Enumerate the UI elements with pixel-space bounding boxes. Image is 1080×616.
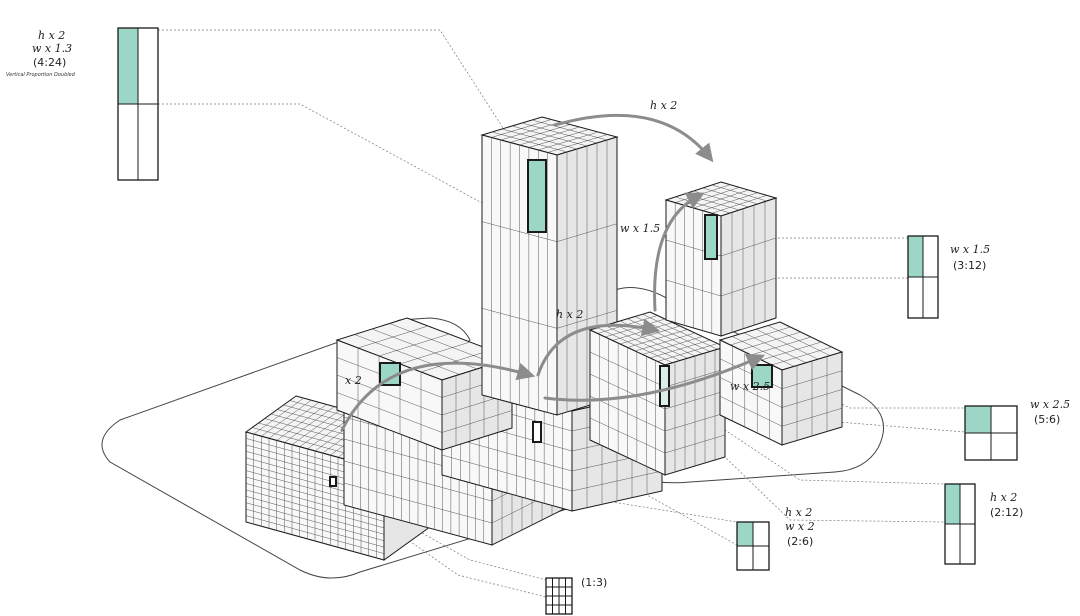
tower-right-side-grid bbox=[720, 201, 777, 333]
callout-labels: h x 2 w x 1.3 (4:24) Vertical Proportion… bbox=[6, 29, 1070, 589]
callout-right-lower bbox=[944, 483, 976, 565]
module-tower-tall bbox=[527, 159, 547, 233]
module-tower-right bbox=[704, 214, 718, 260]
callout-right-upper bbox=[907, 235, 939, 319]
label-top-left-ratio: (4:24) bbox=[33, 56, 66, 69]
callout-top-left bbox=[117, 27, 159, 181]
arrow-label-right: w x 2.5 bbox=[730, 380, 770, 393]
block-right-cube-side-grid bbox=[781, 356, 843, 441]
arrow-label-center: h x 2 bbox=[556, 308, 583, 321]
arrow-label-top: h x 2 bbox=[650, 99, 677, 112]
label-bottom-ratio: (1:3) bbox=[581, 576, 607, 589]
arrow-center bbox=[536, 318, 661, 377]
module-front-left bbox=[329, 476, 337, 487]
arrow-left bbox=[340, 361, 536, 432]
label-top-left-line2: w x 1.3 bbox=[32, 42, 72, 55]
label-right-lower-ratio: (2:12) bbox=[990, 506, 1023, 519]
block-center-right-front-grid bbox=[589, 334, 666, 471]
block-front-left-front-grid bbox=[245, 434, 385, 558]
label-right-middle-ratio: (5:6) bbox=[1034, 413, 1060, 426]
arrow-mid-tower bbox=[653, 192, 705, 312]
module-mid-center bbox=[532, 421, 542, 443]
arrow-top bbox=[553, 113, 714, 163]
callout-bottom bbox=[545, 577, 573, 615]
label-bottom-middle-line2: w x 2 bbox=[785, 520, 815, 533]
arrow-right bbox=[543, 353, 765, 402]
label-bottom-middle-ratio: (2:6) bbox=[787, 535, 813, 548]
tower-right-front-grid bbox=[665, 202, 722, 334]
callout-bottom-middle bbox=[736, 521, 770, 571]
arrow-labels: h x 2 w x 1.5 h x 2 x 2 w x 2.5 bbox=[345, 99, 770, 393]
label-right-upper-ratio: (3:12) bbox=[953, 259, 986, 272]
arrow-label-left: x 2 bbox=[345, 374, 362, 387]
transformation-arrows bbox=[340, 113, 765, 432]
label-bottom-middle-line1: h x 2 bbox=[785, 506, 812, 519]
tower-tall-top-grid bbox=[491, 119, 608, 153]
block-center-right bbox=[588, 311, 727, 476]
tower-right-side bbox=[720, 197, 777, 337]
block-center-right-side-grid bbox=[664, 350, 726, 472]
proportion-callouts bbox=[117, 27, 1018, 615]
label-right-upper-line1: w x 1.5 bbox=[950, 243, 990, 256]
module-center-right bbox=[659, 365, 670, 407]
label-right-lower-line1: h x 2 bbox=[990, 491, 1017, 504]
callout-right-middle bbox=[964, 405, 1018, 461]
label-right-middle-line1: w x 2.5 bbox=[1030, 398, 1070, 411]
tower-right bbox=[664, 181, 778, 337]
block-right-cube-top-grid bbox=[730, 325, 832, 367]
label-top-left-note: Vertical Proportion Doubled bbox=[6, 72, 76, 78]
block-upper-left-cube-top-grid bbox=[354, 323, 495, 375]
label-top-left-line1: h x 2 bbox=[38, 29, 65, 42]
arrow-label-mid-tower: w x 1.5 bbox=[620, 222, 660, 235]
